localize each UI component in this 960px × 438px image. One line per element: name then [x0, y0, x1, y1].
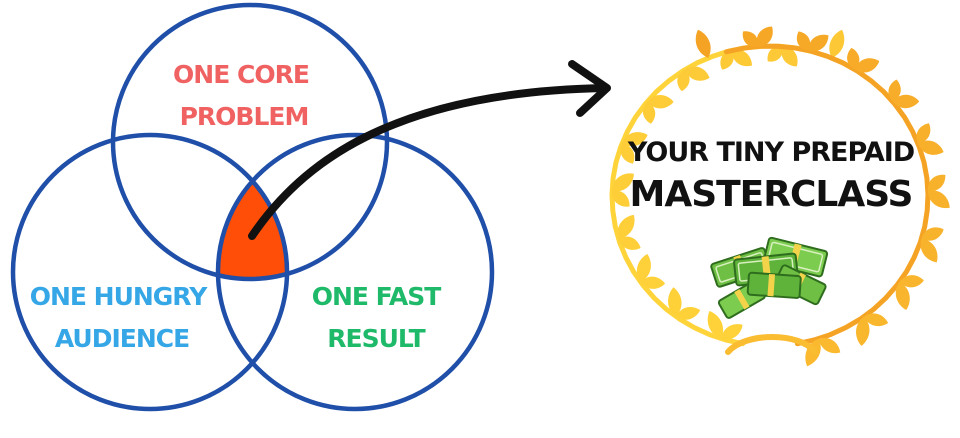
laurel-leaf: [707, 311, 724, 339]
laurel-ribbon: [725, 334, 818, 355]
laurel-leaf: [847, 47, 860, 70]
laurel-leaf: [677, 69, 690, 92]
laurel-leaf: [854, 58, 880, 73]
laurel-leaf: [617, 214, 635, 239]
laurel-leaf: [647, 95, 674, 109]
arrow-head: [568, 60, 611, 117]
award-line2: MASTERCLASS: [630, 174, 913, 215]
laurel-leaf: [863, 313, 889, 327]
laurel-leaf: [620, 143, 635, 164]
laurel-leaf: [818, 337, 841, 354]
laurel-leaf: [927, 190, 950, 209]
laurel-leaf: [618, 236, 641, 250]
money-stack-icon: [710, 236, 829, 319]
laurel-leaf: [917, 140, 944, 155]
laurel-leaf: [642, 101, 656, 124]
laurel-leaf: [622, 132, 648, 147]
laurel-leaf: [892, 94, 920, 109]
laurel-leaf: [756, 26, 773, 47]
laurel-leaf: [676, 307, 701, 320]
award-line1: YOUR TINY PREPAID: [627, 137, 914, 168]
laurel-leaf: [721, 324, 743, 340]
laurel-leaf: [742, 31, 758, 47]
curved-arrow-icon: [248, 60, 611, 240]
laurel-leaf: [808, 34, 829, 52]
laurel-leaf: [899, 275, 924, 288]
laurel-leaf: [637, 254, 651, 283]
award-title: YOUR TINY PREPAID MASTERCLASS: [627, 137, 915, 215]
laurel-leaf: [829, 29, 845, 58]
laurel-leaf: [767, 46, 783, 62]
venn-circles: [10, 2, 495, 412]
top-label-line2: PROBLEM: [180, 102, 309, 131]
right-label-line1: ONE FAST: [312, 282, 442, 311]
laurel-leaf: [612, 173, 634, 192]
left-label-line2: AUDIENCE: [55, 324, 189, 353]
laurel-leaf: [781, 46, 798, 67]
laurel-leaf: [921, 227, 944, 241]
laurel-leaf: [668, 287, 682, 317]
right-label-line2: RESULT: [327, 324, 425, 353]
laurel-leaf: [927, 174, 946, 191]
laurel-leaf: [856, 316, 870, 346]
laurel-leaf: [685, 66, 710, 81]
top-circle-label: ONE CORE PROBLEM: [173, 60, 310, 131]
circle-hungry-audience: [10, 132, 290, 412]
laurel-leaf: [895, 282, 910, 311]
laurel-leaf: [916, 123, 931, 144]
laurel-leaf: [731, 49, 752, 67]
laurel-leaf: [920, 238, 938, 263]
right-circle-label: ONE FAST RESULT: [312, 282, 443, 353]
left-label-line1: ONE HUNGRY: [30, 282, 209, 311]
circle-fast-result: [215, 132, 495, 412]
top-label-line1: ONE CORE: [173, 60, 309, 89]
laurel-wreath-icon: [609, 26, 950, 367]
left-circle-label: ONE HUNGRY AUDIENCE: [30, 282, 210, 353]
laurel-leaf: [612, 190, 630, 207]
laurel-leaf: [695, 29, 711, 58]
laurel-leaf: [888, 79, 901, 102]
arrow-shaft: [248, 84, 609, 240]
laurel-leaf: [796, 31, 811, 51]
laurel-leaf: [640, 276, 666, 289]
laurel-leaf: [720, 50, 734, 70]
laurel-stem: [723, 43, 931, 347]
